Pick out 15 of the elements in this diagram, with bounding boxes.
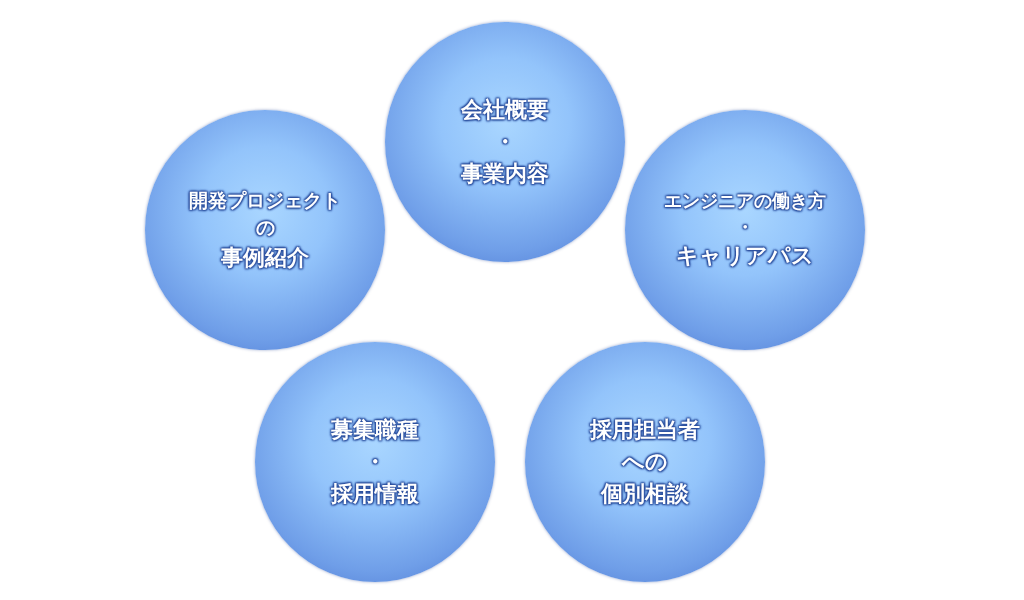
- circle-label: ・: [364, 448, 386, 477]
- circle-label: ・: [494, 128, 516, 157]
- circle-label: ・: [736, 215, 754, 240]
- circle-label: エンジニアの働き方: [664, 188, 826, 213]
- circle-label: 採用担当者: [590, 416, 700, 445]
- circle-label: 採用情報: [331, 479, 419, 508]
- circle-label: 事業内容: [461, 159, 549, 188]
- circle-label: 募集職種: [331, 416, 419, 445]
- circle-label: 開発プロジェクト: [189, 187, 341, 213]
- circle-label: への: [622, 448, 668, 477]
- circle-label: キャリアパス: [676, 242, 814, 271]
- circle-label: の: [255, 215, 275, 241]
- circle-label: 会社概要: [461, 96, 549, 125]
- circle-label: 事例紹介: [221, 243, 309, 272]
- circle-label: 個別相談: [601, 479, 689, 508]
